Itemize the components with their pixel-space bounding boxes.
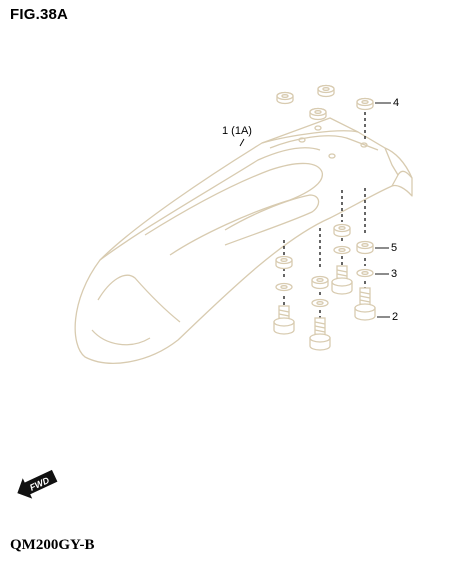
callout-part-1: 1 (1A) xyxy=(222,125,252,137)
model-code: QM200GY-B xyxy=(10,537,95,553)
grommet xyxy=(317,84,335,98)
collar xyxy=(356,240,374,255)
collars xyxy=(275,223,374,290)
collar xyxy=(275,255,293,270)
grommet xyxy=(356,97,374,111)
bolt xyxy=(309,317,331,351)
callout-part-5: 5 xyxy=(391,242,398,254)
fwd-arrow-icon: FWD xyxy=(17,469,58,499)
front-fender xyxy=(74,117,413,364)
bolt xyxy=(354,287,376,321)
collar xyxy=(333,223,351,238)
grommets xyxy=(276,84,374,121)
washer xyxy=(333,245,351,255)
callout-part-4: 4 xyxy=(393,97,400,109)
grommet xyxy=(309,107,327,121)
bolt xyxy=(331,265,353,295)
callout-part-3: 3 xyxy=(391,268,398,280)
grommet xyxy=(276,91,294,105)
bolts xyxy=(273,265,376,351)
collar xyxy=(311,275,329,290)
washer xyxy=(356,268,374,278)
callout-part-2: 2 xyxy=(392,311,399,323)
washers xyxy=(275,245,374,308)
figure-title: FIG.38A xyxy=(10,6,69,23)
washer xyxy=(311,298,329,308)
leader-lines xyxy=(239,102,391,318)
washer xyxy=(275,282,293,292)
bolt xyxy=(273,305,295,335)
